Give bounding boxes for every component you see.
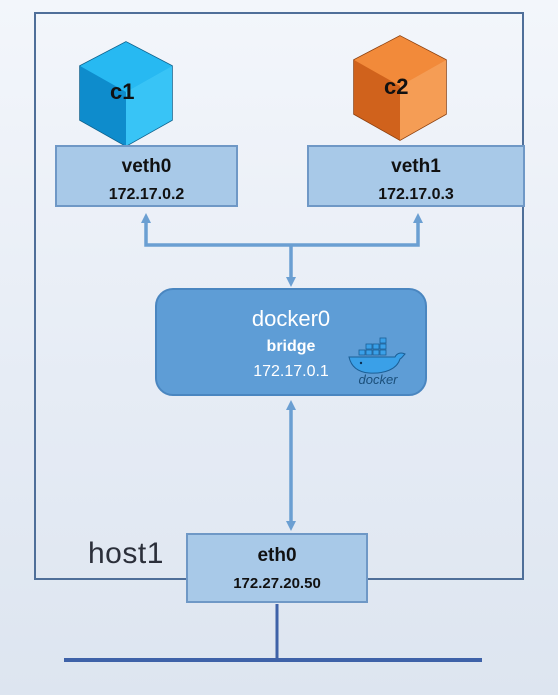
veth1-ip: 172.17.0.3 (378, 186, 454, 203)
veth0-interface: veth0 172.17.0.2 (55, 145, 238, 207)
veth0-ip: 172.17.0.2 (108, 186, 185, 203)
eth0-ip: 172.27.20.50 (233, 575, 321, 592)
docker-logo: docker (345, 336, 411, 388)
eth0-name: eth0 (257, 545, 297, 566)
veth0-bridge-link (141, 213, 291, 247)
veth1-interface: veth1 172.17.0.3 (307, 145, 525, 207)
veth0-name: veth0 (121, 156, 172, 177)
container-c1-icon (76, 40, 176, 150)
veth1-name: veth1 (391, 156, 441, 177)
docker-wordmark: docker (358, 372, 398, 387)
container-c2-icon (350, 34, 450, 144)
docker-whale-icon (348, 337, 406, 374)
bridge-name: docker0 (251, 306, 331, 331)
veth1-bridge-link (291, 213, 423, 247)
bridge-type: bridge (266, 338, 316, 355)
eth0-interface: eth0 172.27.20.50 (186, 533, 368, 603)
container-c1-label: c1 (110, 79, 135, 104)
host-label: host1 (88, 537, 164, 570)
container-c2-label: c2 (384, 74, 409, 99)
bridge-ip: 172.17.0.1 (253, 363, 329, 380)
docker0-bridge: docker0 bridge 172.17.0.1 docker (155, 288, 427, 396)
